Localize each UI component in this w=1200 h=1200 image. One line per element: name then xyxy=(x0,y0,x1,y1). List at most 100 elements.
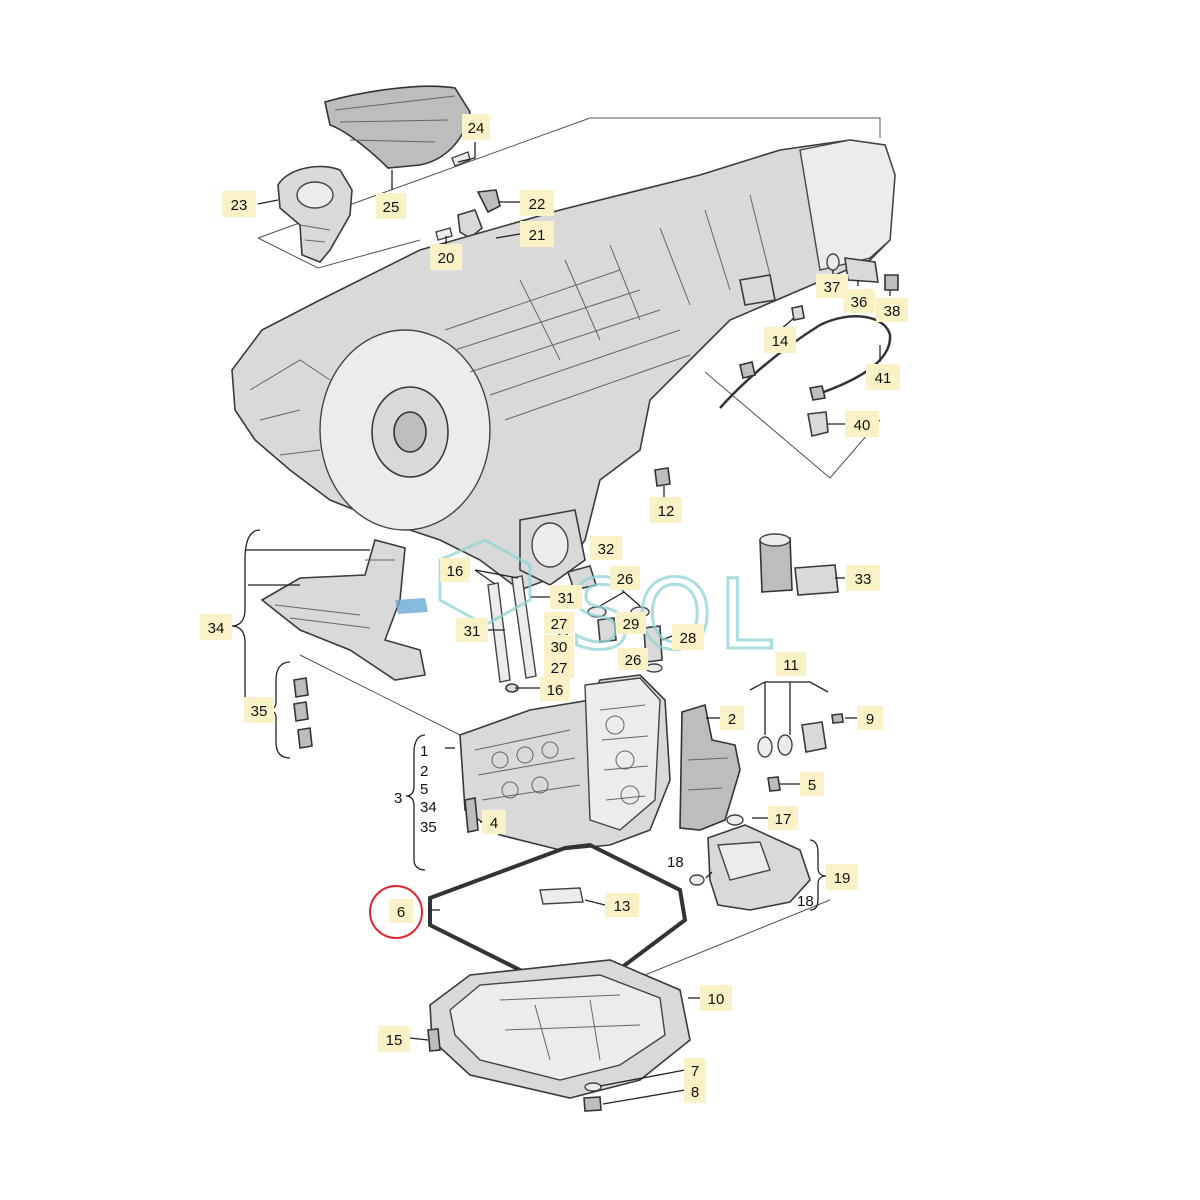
callout-12: 12 xyxy=(650,497,682,523)
callout-35: 35 xyxy=(244,697,274,723)
callout-17-text: 17 xyxy=(775,811,792,828)
callout-4-text: 4 xyxy=(490,815,498,832)
callout-41-text: 41 xyxy=(875,370,892,387)
callout-36: 36 xyxy=(843,289,875,313)
callout-16-bottom-text: 16 xyxy=(547,682,564,699)
right-side-fittings xyxy=(791,253,899,321)
label-34: 34 xyxy=(420,799,437,816)
oil-pan-gasket xyxy=(428,842,688,993)
callout-33-text: 33 xyxy=(855,571,872,588)
callout-24-text: 24 xyxy=(468,120,485,137)
callout-4: 4 xyxy=(482,810,506,834)
callout-34-text: 34 xyxy=(208,620,225,637)
callout-15-text: 15 xyxy=(386,1032,403,1049)
frame-lines xyxy=(257,117,881,976)
callout-29: 29 xyxy=(616,612,646,634)
bracket-cover xyxy=(324,85,471,169)
callout-27-top: 27 xyxy=(544,612,574,634)
callout-15: 15 xyxy=(378,1026,410,1052)
callout-6-text: 6 xyxy=(397,904,405,921)
callout-36-text: 36 xyxy=(851,294,868,311)
callout-19-text: 19 xyxy=(834,870,851,887)
callout-14: 14 xyxy=(764,327,796,353)
callout-30: 30 xyxy=(544,635,574,657)
callout-32-text: 32 xyxy=(598,541,615,558)
callout-21-text: 21 xyxy=(529,227,546,244)
callout-8: 8 xyxy=(684,1079,706,1103)
callout-16-bottom: 16 xyxy=(540,677,570,701)
callout-20-text: 20 xyxy=(438,250,455,267)
callout-23: 23 xyxy=(222,191,256,217)
callout-16-top: 16 xyxy=(440,558,470,582)
label-18-filter: 18 xyxy=(667,854,684,871)
callout-40-text: 40 xyxy=(854,417,871,434)
transmission-housing xyxy=(231,139,896,591)
callout-33: 33 xyxy=(846,565,880,591)
callout-6: 6 xyxy=(389,899,413,923)
drain-plug xyxy=(583,1082,602,1112)
label-5: 5 xyxy=(420,781,428,798)
callout-27-top-text: 27 xyxy=(551,616,568,633)
callout-17: 17 xyxy=(768,806,798,830)
valve-body xyxy=(459,674,671,851)
callout-37-text: 37 xyxy=(824,279,841,296)
callout-8-text: 8 xyxy=(691,1084,699,1101)
callout-35-text: 35 xyxy=(251,703,268,720)
watermark-text: SOL xyxy=(570,559,778,671)
conductor-plate xyxy=(260,539,428,681)
oil-filter xyxy=(689,814,811,911)
callout-20: 20 xyxy=(430,244,462,270)
callout-31-mid: 31 xyxy=(456,618,488,642)
callout-27-bottom: 27 xyxy=(544,656,574,678)
callout-31-mid-text: 31 xyxy=(464,623,481,640)
solenoid-33 xyxy=(759,533,839,596)
callout-7: 7 xyxy=(684,1058,706,1082)
callout-2: 2 xyxy=(720,706,744,730)
plain-labels: 1 2 5 34 35 18 18 3 xyxy=(394,743,814,910)
bolt-4 xyxy=(464,797,479,833)
callout-13: 13 xyxy=(605,893,639,917)
callout-37: 37 xyxy=(816,274,848,298)
callout-26-top-text: 26 xyxy=(617,571,634,588)
callout-28: 28 xyxy=(672,624,704,650)
callout-30-text: 30 xyxy=(551,639,568,656)
callout-10: 10 xyxy=(700,985,732,1011)
bolt-15 xyxy=(427,1028,441,1052)
callout-34: 34 xyxy=(200,614,232,640)
callout-13-text: 13 xyxy=(614,898,631,915)
callout-22: 22 xyxy=(520,190,554,216)
callout-12-text: 12 xyxy=(658,503,675,520)
callout-40: 40 xyxy=(845,411,879,437)
highlight-circle xyxy=(369,885,423,939)
callout-26-bottom-text: 26 xyxy=(625,652,642,669)
callout-31-top-text: 31 xyxy=(558,590,575,607)
control-unit xyxy=(679,703,741,831)
callout-23-text: 23 xyxy=(231,197,248,214)
callout-9-text: 9 xyxy=(866,711,874,728)
callout-32: 32 xyxy=(590,536,622,560)
callout-26-bottom: 26 xyxy=(618,648,648,670)
label-1: 1 xyxy=(420,743,428,760)
callout-31-top: 31 xyxy=(550,585,582,609)
callout-labels: 24 23 25 22 21 20 37 36 38 14 41 40 12 3… xyxy=(200,114,908,1103)
callout-11: 11 xyxy=(776,652,806,676)
callout-41: 41 xyxy=(866,364,900,390)
group-label-3: 3 xyxy=(394,790,402,807)
callout-9: 9 xyxy=(857,706,883,730)
callout-11-text: 11 xyxy=(783,657,799,674)
callout-25-text: 25 xyxy=(383,199,400,216)
callout-29-text: 29 xyxy=(623,616,640,633)
callout-19: 19 xyxy=(826,864,858,890)
callout-24: 24 xyxy=(462,114,490,140)
callout-10-text: 10 xyxy=(708,991,725,1008)
sol-watermark: SOL xyxy=(438,538,778,673)
callout-38: 38 xyxy=(876,298,908,322)
callout-27-bottom-text: 27 xyxy=(551,660,568,677)
callout-28-text: 28 xyxy=(680,630,697,647)
callout-7-text: 7 xyxy=(691,1063,699,1080)
callout-38-text: 38 xyxy=(884,303,901,320)
callout-25: 25 xyxy=(376,193,406,219)
bolts-35 xyxy=(293,677,313,749)
callout-14-text: 14 xyxy=(772,333,789,350)
